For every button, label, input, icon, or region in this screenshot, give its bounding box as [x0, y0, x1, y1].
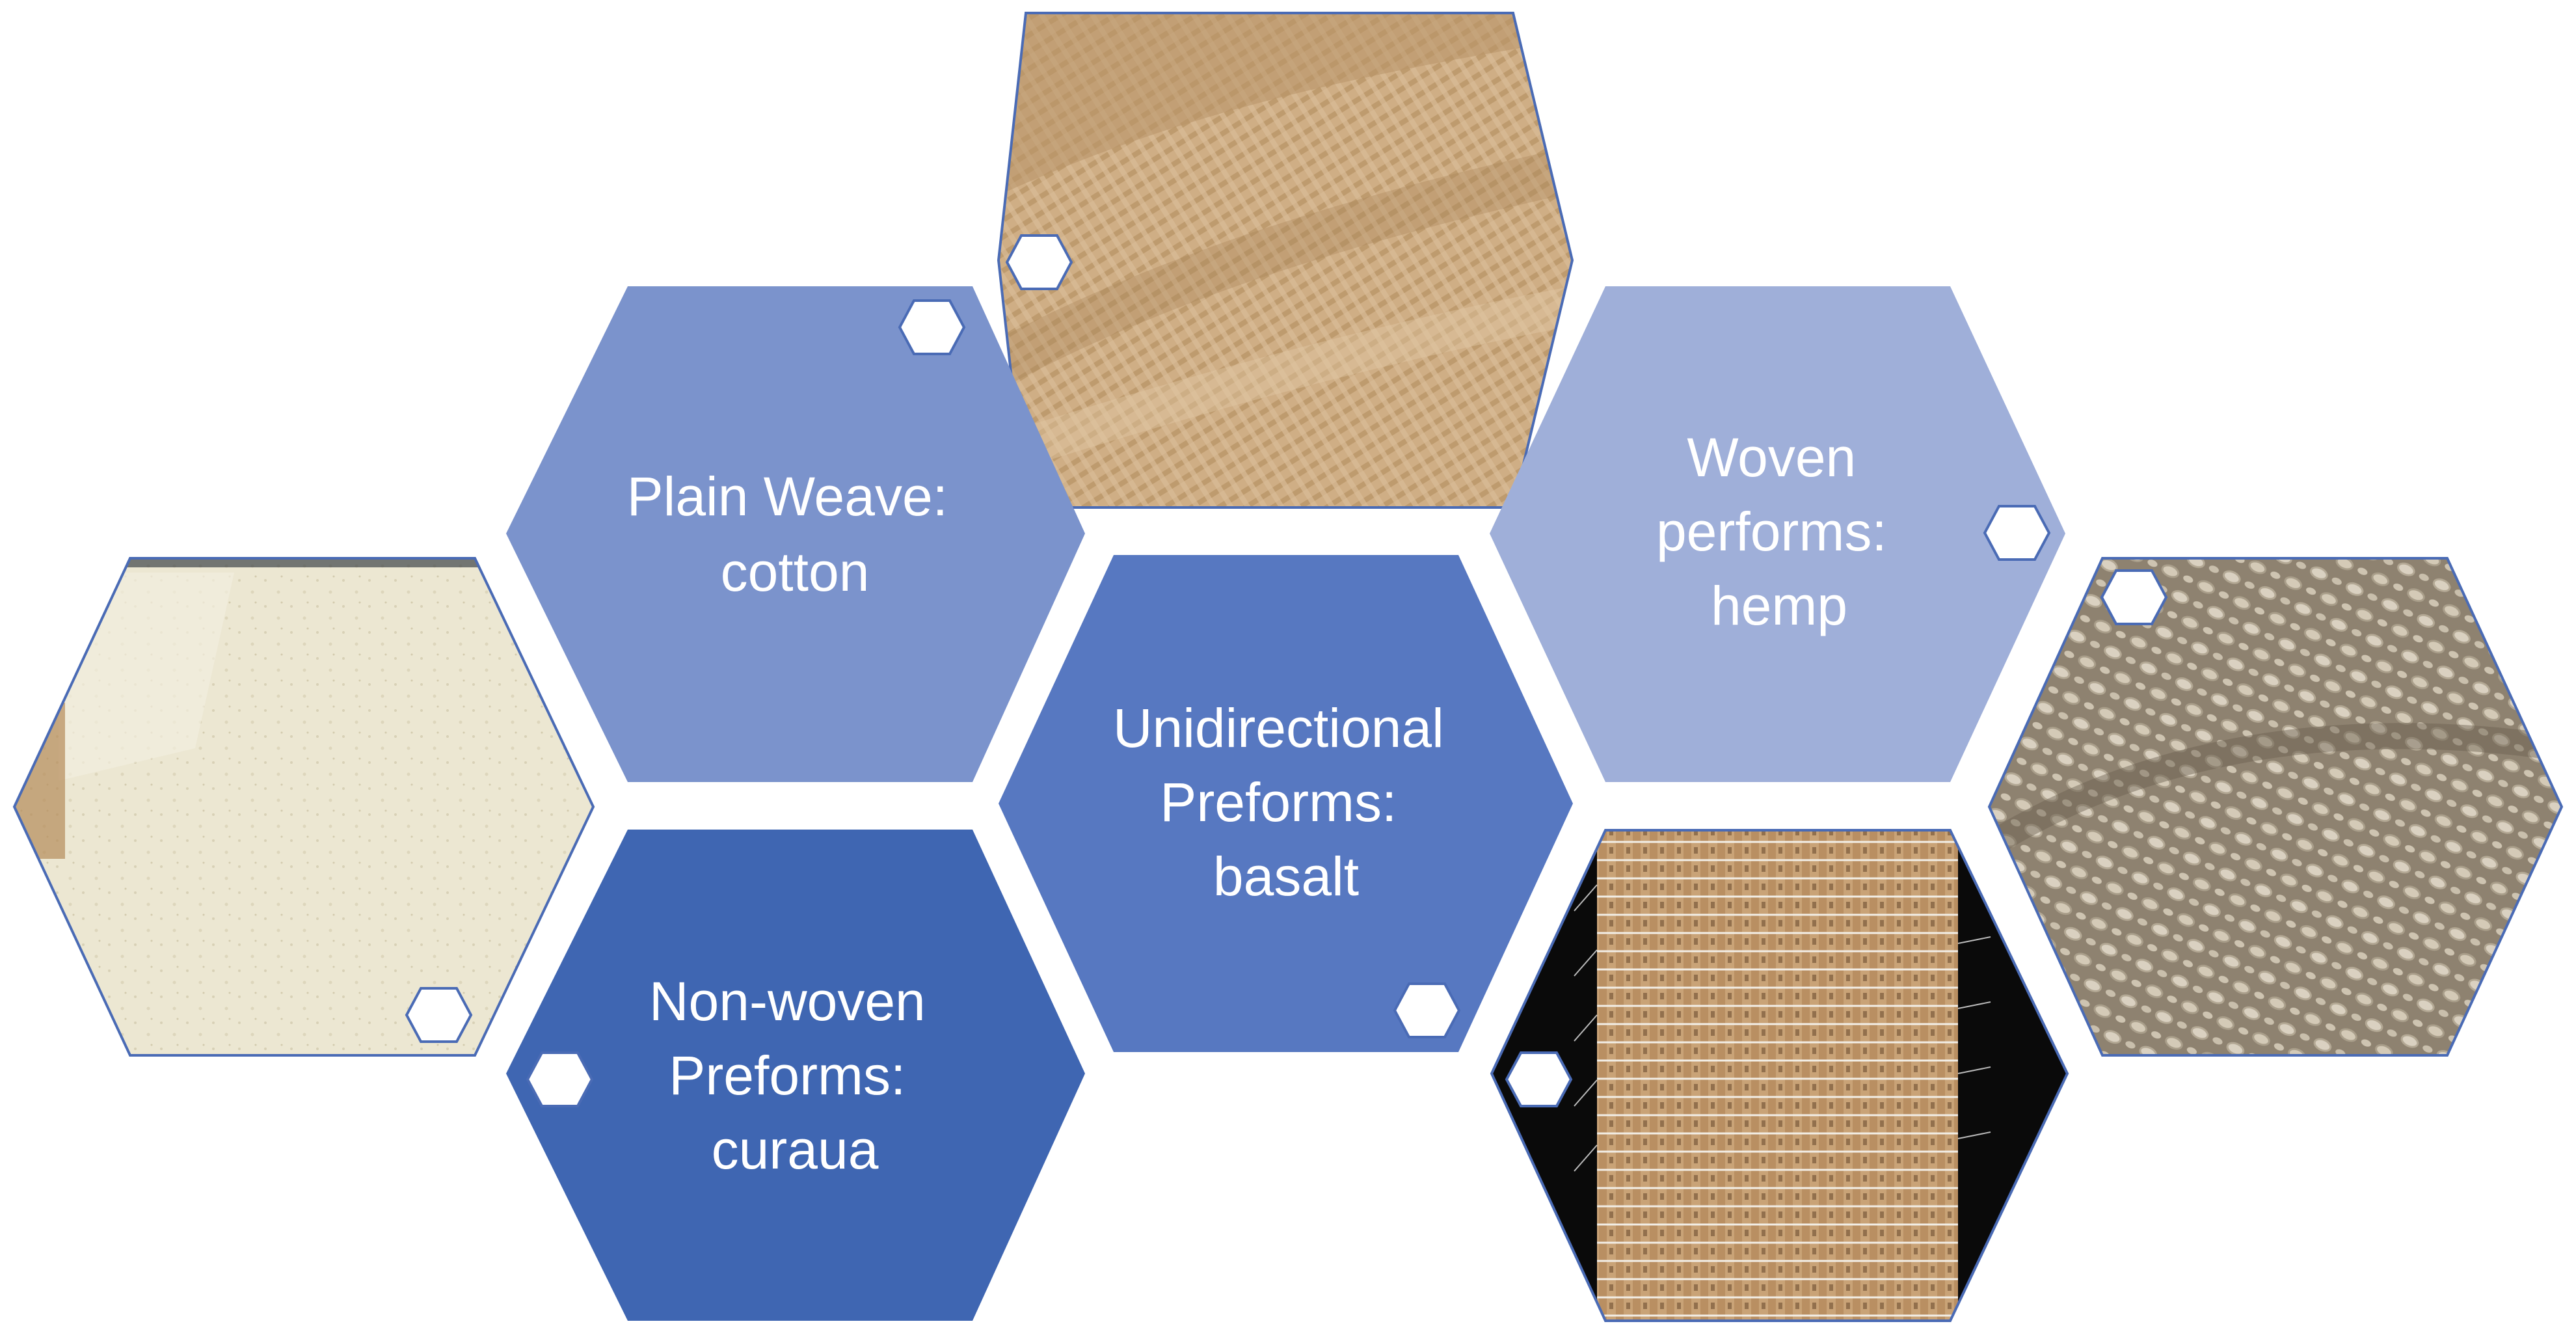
- hex-plain-weave-shape: [506, 286, 1085, 782]
- small-hexagon-icon: [526, 1051, 594, 1107]
- plain-weave-label: Plain Weave: cotton: [627, 466, 963, 602]
- small-hexagon-icon: [2100, 569, 2168, 625]
- small-hexagon-icon: [898, 299, 966, 355]
- small-hexagon-icon: [1505, 1051, 1573, 1107]
- hex-non-woven-shape: [506, 830, 1085, 1321]
- small-hexagon-icon: [1005, 234, 1073, 290]
- hex-unidirectional-shape: [999, 555, 1573, 1052]
- small-hexagon-icon: [405, 987, 473, 1043]
- basalt-unidirectional-photo: [1490, 829, 2069, 1322]
- hemp-woven-photo: [1987, 557, 2564, 1057]
- hex-plain-weave: Plain Weave: cotton: [506, 286, 1085, 782]
- small-hexagon-icon: [1983, 505, 2051, 561]
- hex-non-woven: Non-woven Preforms: curaua: [506, 830, 1085, 1321]
- woven-label: Woven performs: hemp: [1656, 427, 1902, 636]
- hex-woven-shape: [1490, 286, 2065, 782]
- hex-woven: Woven performs: hemp: [1490, 286, 2065, 782]
- cotton-fabric-photo: [997, 12, 1574, 509]
- hex-unidirectional: Unidirectional Preforms: basalt: [999, 555, 1573, 1052]
- curaua-nonwoven-photo: [12, 557, 595, 1057]
- non-woven-label: Non-woven Preforms: curaua: [649, 971, 941, 1180]
- unidirectional-label: Unidirectional Preforms: basalt: [1113, 697, 1459, 907]
- small-hexagon-icon: [1393, 982, 1461, 1038]
